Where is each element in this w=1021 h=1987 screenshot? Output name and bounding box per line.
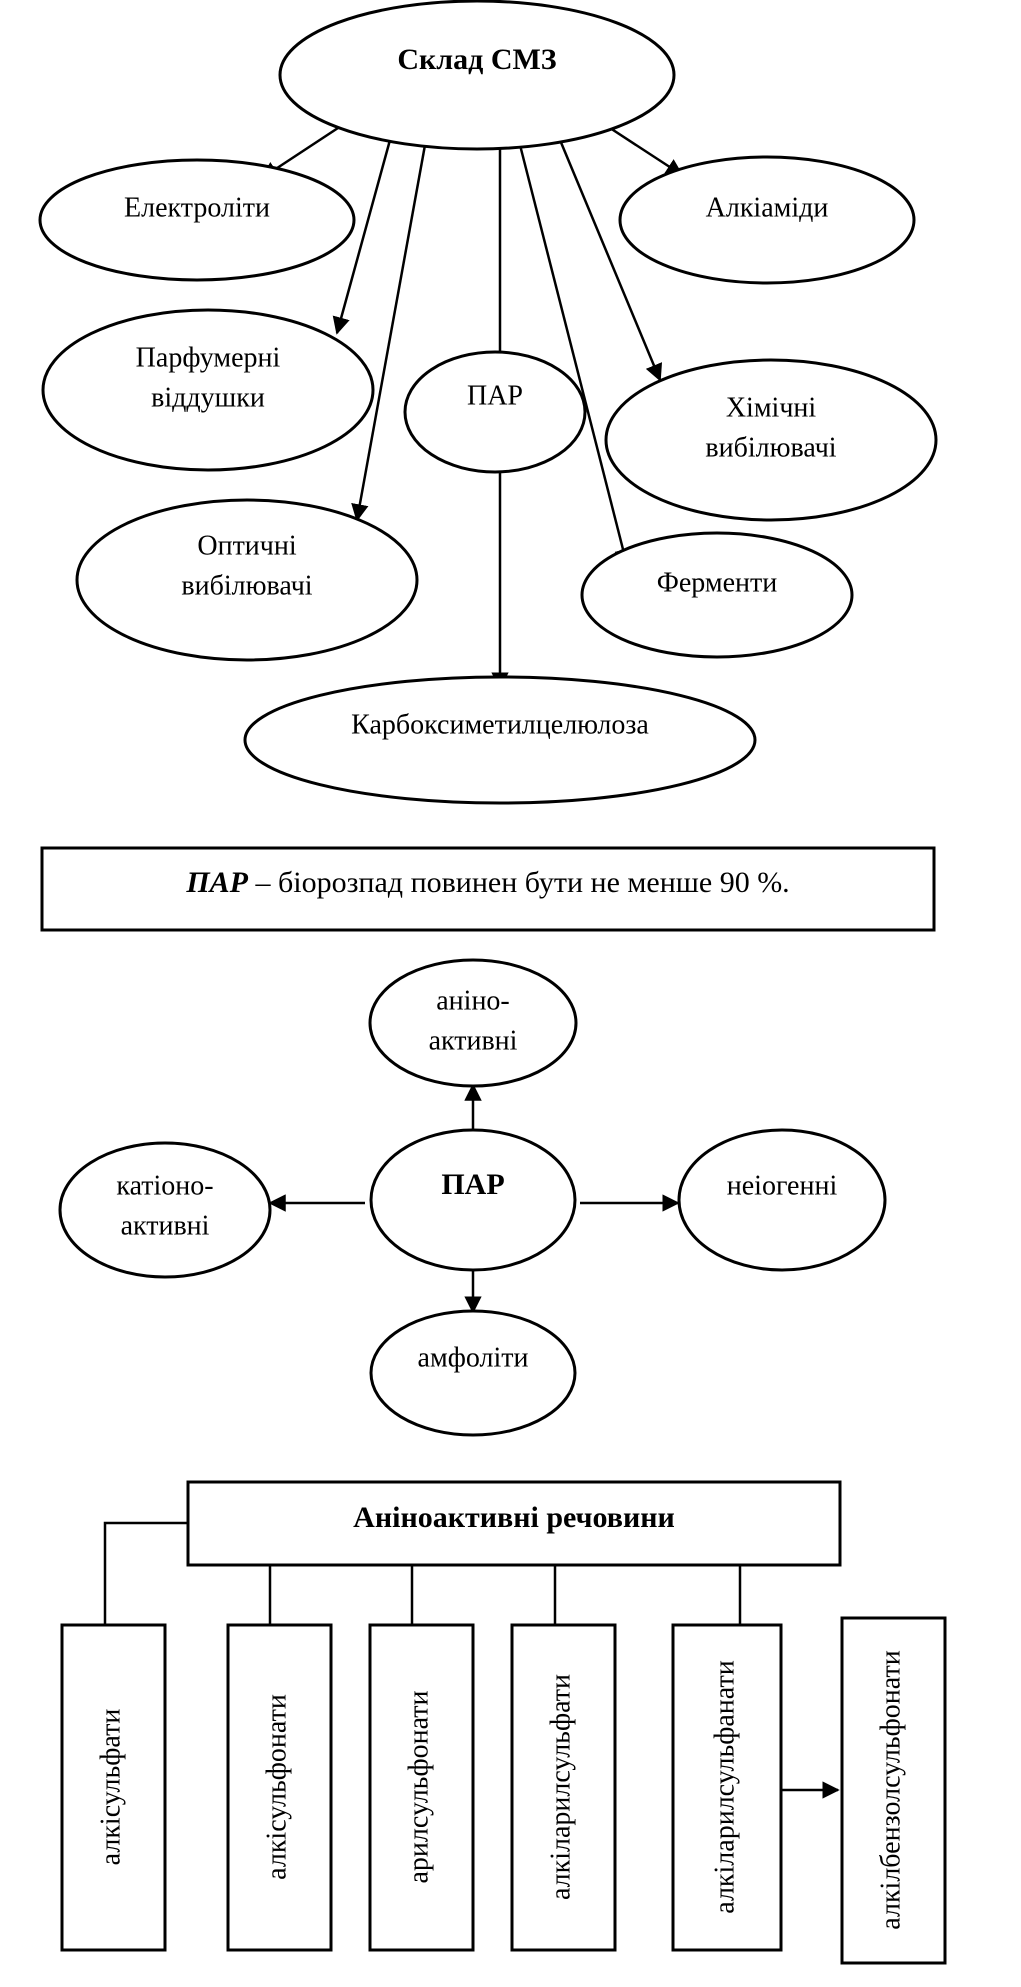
node-root-shape: [278, 0, 676, 151]
node-optical-bleach-label-2: вибілювачі: [181, 570, 312, 601]
node-ampholytes-shape: [369, 1309, 577, 1437]
node-anionic: аніно- активні: [368, 958, 578, 1088]
node-perfume-label-2: віддушки: [151, 382, 265, 413]
list-item-label: алкісульфати: [95, 1709, 126, 1866]
node-surfactant-shape: [403, 350, 587, 474]
node-surfactant-center: ПАР: [369, 1128, 577, 1272]
node-root-label: Склад СМЗ: [397, 43, 556, 76]
list-item-shape: [840, 1616, 947, 1965]
anionic-title-shape: [186, 1480, 842, 1567]
list-item-alkylsulfonates: алкісульфонати: [226, 1623, 333, 1952]
list-item-label: алкіларилсульфанати: [709, 1660, 740, 1913]
list-item-shape: [368, 1623, 475, 1952]
node-chemical-bleach-shape: [604, 358, 938, 522]
anionic-title-label: Аніноактивні речовини: [353, 1501, 675, 1534]
arrow-to-alkylamides: [609, 126, 684, 177]
composition-diagram: Склад СМЗ Електроліти Алкіаміди Парфумер…: [38, 0, 938, 805]
node-cationic-label-1: катіоно-: [116, 1170, 213, 1201]
list-item-label: алкіларилсульфати: [545, 1674, 576, 1900]
list-item-shape: [671, 1623, 783, 1952]
node-alkylamides-label: Алкіаміди: [706, 192, 829, 223]
node-cmc-shape: [243, 675, 757, 805]
node-nonionic-shape: [677, 1128, 887, 1272]
node-cationic-shape: [58, 1141, 272, 1279]
arrow-to-chemical-bleach: [558, 139, 663, 382]
note-box: [40, 846, 936, 932]
list-item-label: алкісульфонати: [261, 1694, 292, 1880]
surfactant-types-diagram: ПАР аніно- активні катіоно- активні неіо…: [58, 958, 887, 1437]
list-item-alkylbenzenesulfonates: алкілбензолсульфонати: [840, 1616, 947, 1965]
node-optical-bleach-shape: [75, 498, 419, 662]
node-perfume-shape: [41, 308, 375, 472]
node-anionic-label-1: аніно-: [436, 985, 510, 1016]
node-electrolytes-label: Електроліти: [124, 192, 270, 223]
node-chemical-bleach: Хімічні вибілювачі: [604, 358, 938, 522]
node-perfume-label-1: Парфумерні: [136, 342, 281, 373]
note-text: ПАР – біорозпад повинен бути не менше 90…: [185, 866, 789, 899]
note-term: ПАР: [185, 866, 248, 899]
list-item-alkylarylsulfates: алкіларилсульфати: [510, 1623, 617, 1952]
node-cmc-label: Карбоксиметилцелюлоза: [351, 709, 649, 740]
node-chemical-bleach-label-2: вибілювачі: [705, 432, 836, 463]
arrow-to-perfume: [332, 139, 392, 335]
node-optical-bleach-label-1: Оптичні: [197, 530, 296, 561]
node-anionic-shape: [368, 958, 578, 1088]
node-enzymes-shape: [580, 531, 854, 659]
node-cationic: катіоно- активні: [58, 1141, 272, 1279]
node-enzymes: Ферменти: [580, 531, 854, 659]
node-cmc: Карбоксиметилцелюлоза: [243, 675, 757, 805]
list-item-label: алкілбензолсульфонати: [875, 1650, 906, 1929]
list-item-shape: [510, 1623, 617, 1952]
list-item-alkylsulfates: алкісульфати: [60, 1623, 167, 1952]
note-rest: – біорозпад повинен бути не менше 90 %.: [248, 866, 790, 899]
node-alkylamides: Алкіаміди: [618, 155, 916, 285]
node-alkylamides-shape: [618, 155, 916, 285]
node-surfactant-label: ПАР: [467, 380, 523, 411]
biodegradation-note: ПАР – біорозпад повинен бути не менше 90…: [40, 846, 936, 932]
list-item-label: арилсульфонати: [403, 1690, 434, 1883]
anionic-title-box: Аніноактивні речовини: [186, 1480, 842, 1567]
node-nonionic: неіогенні: [677, 1128, 887, 1272]
list-item-shape: [226, 1623, 333, 1952]
node-nonionic-label: неіогенні: [727, 1170, 838, 1201]
node-ampholytes: амфоліти: [369, 1309, 577, 1437]
arrow-to-enzymes: [518, 144, 632, 567]
connector-alkylsulfates: [103, 1521, 188, 1625]
node-electrolytes-shape: [38, 158, 356, 282]
arrow-to-optical-bleach: [351, 144, 427, 522]
node-surfactant-center-label: ПАР: [441, 1168, 504, 1201]
node-surfactant: ПАР: [403, 350, 587, 474]
node-anionic-label-2: активні: [429, 1025, 518, 1056]
node-optical-bleach: Оптичні вибілювачі: [75, 498, 419, 662]
node-chemical-bleach-label-1: Хімічні: [726, 392, 817, 423]
node-perfume: Парфумерні віддушки: [41, 308, 375, 472]
node-root: Склад СМЗ: [278, 0, 676, 151]
node-ampholytes-label: амфоліти: [418, 1342, 529, 1373]
anionic-substances-diagram: Аніноактивні речовини алкісульфати алкіс…: [60, 1480, 947, 1965]
list-item-arylsulfonates: арилсульфонати: [368, 1623, 475, 1952]
node-cationic-label-2: активні: [121, 1210, 210, 1241]
node-surfactant-center-shape: [369, 1128, 577, 1272]
list-item-shape: [60, 1623, 167, 1952]
node-electrolytes: Електроліти: [38, 158, 356, 282]
list-item-alkylarylsulfanates: алкіларилсульфанати: [671, 1623, 783, 1952]
node-enzymes-label: Ферменти: [657, 567, 777, 598]
